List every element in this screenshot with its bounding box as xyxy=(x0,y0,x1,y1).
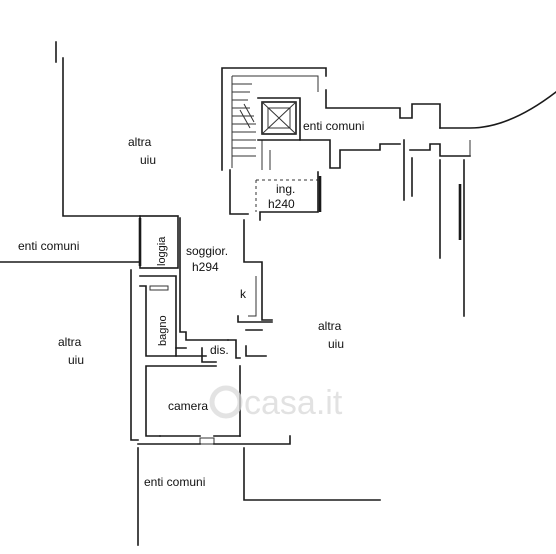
label-altra-uiu-left-1: altra xyxy=(58,335,82,349)
watermark: casa.it xyxy=(209,384,343,422)
watermark-text: casa.it xyxy=(244,384,343,422)
label-k: k xyxy=(240,287,247,301)
label-soggior-1: soggior. xyxy=(186,244,228,258)
bathroom xyxy=(139,275,217,363)
label-altra-uiu-top-2: uiu xyxy=(140,153,156,167)
label-altra-uiu-right-1: altra xyxy=(318,319,342,333)
label-bagno: bagno xyxy=(157,315,169,346)
label-ing-1: ing. xyxy=(276,182,295,196)
label-altra-uiu-right-2: uiu xyxy=(328,337,344,351)
bedroom xyxy=(137,365,291,445)
label-camera: camera xyxy=(168,399,208,413)
boundary-lines xyxy=(0,41,381,546)
label-altra-uiu-left-2: uiu xyxy=(68,353,84,367)
label-ing-2: h240 xyxy=(268,197,295,211)
label-soggior-2: h294 xyxy=(192,260,219,274)
entrance xyxy=(229,169,322,221)
label-enti-comuni-left: enti comuni xyxy=(18,239,79,253)
living-area xyxy=(179,217,273,357)
common-area-top xyxy=(299,89,556,317)
label-loggia: loggia xyxy=(156,236,168,266)
label-enti-comuni-bottom: enti comuni xyxy=(144,475,205,489)
loggia xyxy=(138,215,179,269)
label-altra-uiu-top-1: altra xyxy=(128,135,152,149)
label-dis: dis. xyxy=(210,343,229,357)
label-enti-comuni-top: enti comuni xyxy=(303,119,364,133)
stair-block xyxy=(221,67,327,171)
